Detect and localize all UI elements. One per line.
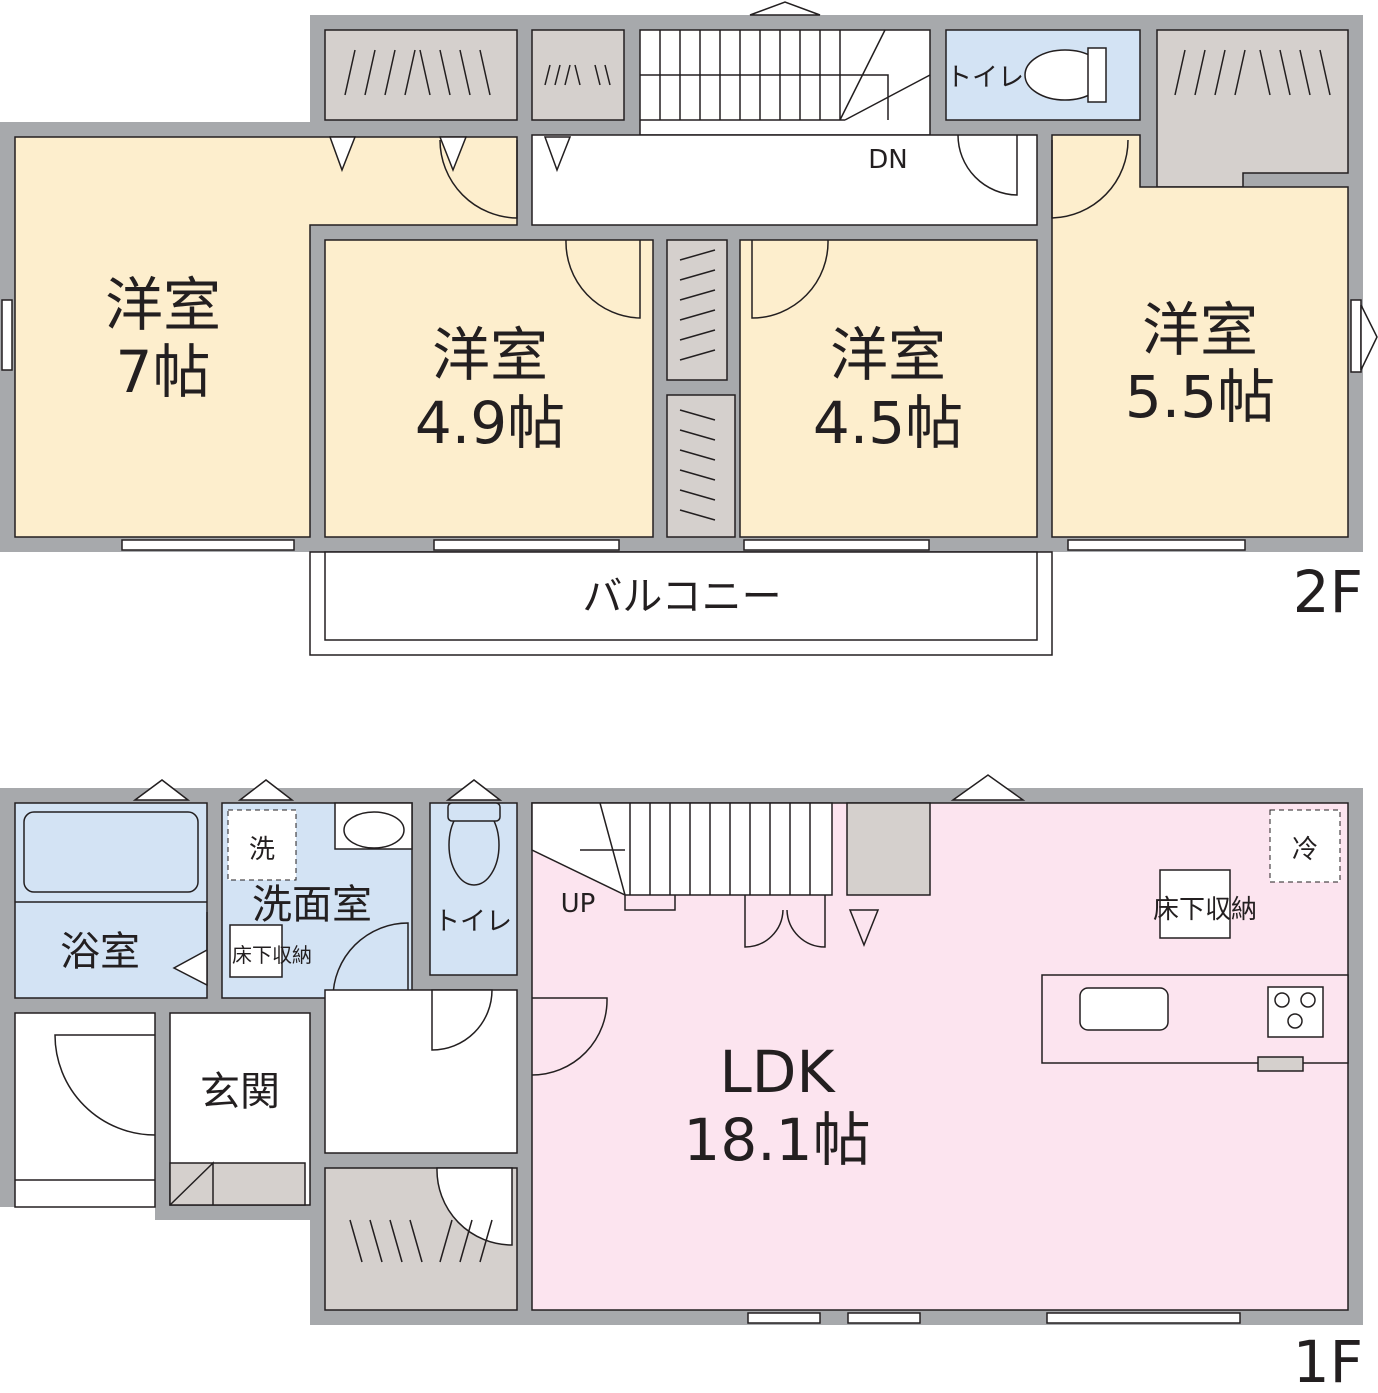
closet bbox=[666, 239, 728, 381]
floor-1-label: 1F bbox=[1293, 1328, 1363, 1393]
room-4-9-name: 洋室 bbox=[432, 321, 548, 389]
closet bbox=[666, 394, 736, 538]
closet bbox=[324, 29, 518, 121]
floor-1: 浴室 洗 洗面室 床下収納 トイレ 玄関 UP 冷 床下 bbox=[0, 774, 1363, 1393]
windows-2f bbox=[1, 1, 1378, 551]
room-5-5-name: 洋室 bbox=[1142, 296, 1258, 364]
stair-treads bbox=[640, 29, 931, 121]
room-7 bbox=[14, 136, 518, 538]
room-4-9 bbox=[324, 239, 654, 538]
toilet-1f-label: トイレ bbox=[434, 907, 512, 937]
bathtub bbox=[23, 811, 199, 893]
closet-hatch bbox=[349, 1219, 493, 1263]
closet bbox=[846, 802, 931, 896]
floor-2-label: 2F bbox=[1293, 558, 1363, 626]
closet-hatch bbox=[344, 49, 1331, 521]
stove bbox=[1267, 986, 1324, 1038]
washer-label: 洗 bbox=[249, 835, 275, 865]
underfloor-storage-label: 床下収納 bbox=[232, 943, 312, 967]
closet bbox=[1156, 29, 1349, 188]
windows-1f bbox=[132, 774, 1241, 1324]
entrance-label: 玄関 bbox=[200, 1069, 280, 1115]
room-4-5 bbox=[739, 239, 1038, 538]
room-5-5-size: 5.5帖 bbox=[1125, 363, 1275, 431]
doors-2f bbox=[328, 134, 1129, 319]
ldk-size: 18.1帖 bbox=[683, 1106, 870, 1174]
fridge-space bbox=[1269, 809, 1341, 883]
stairs-up-label: UP bbox=[561, 889, 596, 919]
stair-treads bbox=[580, 802, 811, 911]
room-4-5-name: 洋室 bbox=[830, 321, 946, 389]
stairs-dn-label: DN bbox=[868, 145, 907, 175]
room-4-9-size: 4.9帖 bbox=[415, 389, 565, 457]
sink bbox=[1079, 987, 1169, 1031]
bathroom-label: 浴室 bbox=[60, 929, 140, 975]
balcony-label: バルコニー bbox=[582, 574, 781, 620]
entry-porch bbox=[14, 1012, 156, 1208]
stairs-2f bbox=[639, 29, 931, 136]
room-5-5 bbox=[1051, 134, 1349, 538]
washer-space bbox=[227, 809, 297, 881]
underfloor-storage-ldk-label: 床下収納 bbox=[1153, 895, 1257, 925]
hallway-2f bbox=[531, 134, 1038, 226]
ldk-label: LDK bbox=[719, 1038, 836, 1106]
room-4-5-size: 4.5帖 bbox=[813, 389, 963, 457]
room-7-name: 洋室 bbox=[105, 271, 221, 339]
shoe-cabinet bbox=[169, 1162, 306, 1206]
fridge-label: 冷 bbox=[1292, 835, 1318, 865]
floor-2: バルコニー トイレ DN bbox=[0, 1, 1378, 656]
hallway-1f bbox=[324, 989, 518, 1154]
toilet-2f-label: トイレ bbox=[946, 63, 1024, 93]
room-7-size: 7帖 bbox=[116, 338, 211, 406]
washroom-label: 洗面室 bbox=[252, 882, 372, 928]
